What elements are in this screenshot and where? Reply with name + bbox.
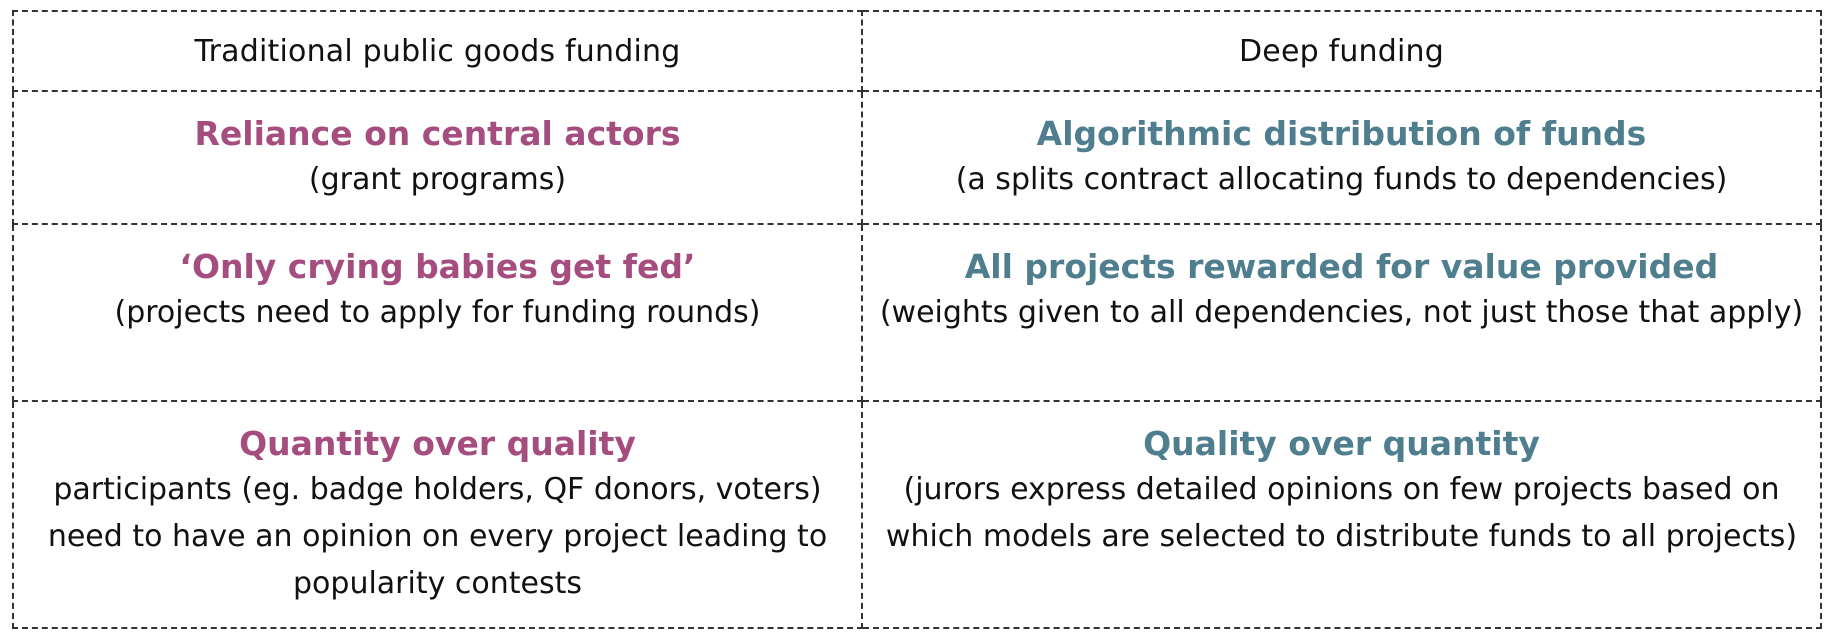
comparison-table: Traditional public goods funding Deep fu… [12,10,1822,629]
traditional-description: (projects need to apply for funding roun… [114,295,761,330]
cell-deep-1: Algorithmic distribution of funds (a spl… [861,90,1822,225]
traditional-title: ‘Only crying babies get fed’ [179,247,696,286]
header-row: Traditional public goods funding Deep fu… [12,10,1822,92]
cell-traditional-2: ‘Only crying babies get fed’ (projects n… [12,223,863,402]
traditional-title: Reliance on central actors [194,114,681,153]
cell-traditional-1: Reliance on central actors (grant progra… [12,90,863,225]
deep-title: Algorithmic distribution of funds [1036,114,1647,153]
traditional-description: participants (eg. badge holders, QF dono… [47,472,828,601]
deep-description: (weights given to all dependencies, not … [879,295,1804,330]
deep-title: Quality over quantity [1143,424,1540,463]
traditional-title: Quantity over quality [239,424,636,463]
cell-traditional-3: Quantity over quality participants (eg. … [12,400,863,629]
cell-deep-2: All projects rewarded for value provided… [861,223,1822,402]
table-row: Reliance on central actors (grant progra… [12,90,1822,225]
table-row: Quantity over quality participants (eg. … [12,400,1822,629]
cell-deep-3: Quality over quantity (jurors express de… [861,400,1822,629]
deep-description: (jurors express detailed opinions on few… [885,472,1798,554]
header-deep: Deep funding [861,10,1822,92]
traditional-description: (grant programs) [308,162,567,197]
header-traditional: Traditional public goods funding [12,10,863,92]
table-row: ‘Only crying babies get fed’ (projects n… [12,223,1822,402]
comparison-table-container: Traditional public goods funding Deep fu… [12,10,1822,629]
deep-description: (a splits contract allocating funds to d… [955,162,1728,197]
deep-title: All projects rewarded for value provided [964,247,1719,286]
